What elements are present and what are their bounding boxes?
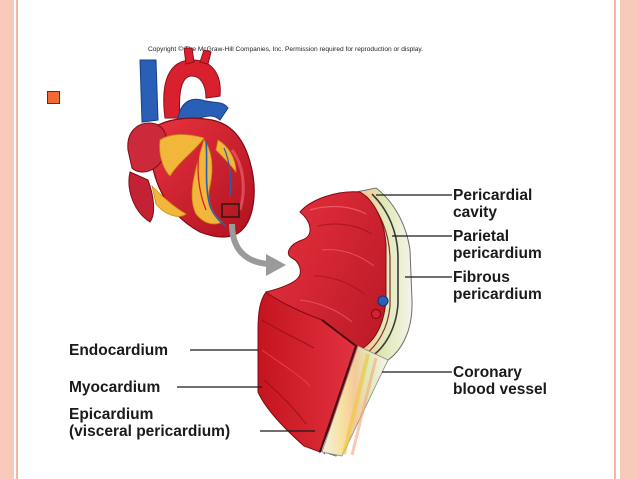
label-fibrous-pericardium-line2: pericardium (453, 286, 542, 303)
label-myocardium: Myocardium (69, 379, 161, 396)
label-parietal-pericardium: Parietal pericardium (453, 228, 542, 262)
label-pericardial-cavity: Pericardial cavity (453, 187, 532, 221)
label-endocardium: Endocardium (69, 342, 169, 359)
copyright-notice: Copyright © The McGraw-Hill Companies, I… (148, 46, 424, 53)
label-coronary-blood-vessel: Coronary blood vessel (453, 364, 547, 398)
label-coronary-blood-vessel-line1: Coronary (453, 364, 522, 381)
slide-border-left (0, 0, 14, 479)
label-epicardium: Epicardium (visceral pericardium) (69, 406, 230, 440)
heart-icon (127, 47, 255, 238)
label-fibrous-pericardium-line1: Fibrous (453, 269, 510, 286)
label-pericardial-cavity-line1: Pericardial (453, 187, 533, 204)
slide-border-left-line (16, 0, 18, 479)
label-epicardium-line1: Epicardium (69, 406, 154, 423)
cut-region-marker (221, 203, 240, 218)
label-parietal-pericardium-line2: pericardium (453, 245, 542, 262)
label-coronary-blood-vessel-line2: blood vessel (453, 381, 547, 398)
label-pericardial-cavity-line2: cavity (453, 204, 497, 221)
label-parietal-pericardium-line1: Parietal (453, 228, 510, 245)
coronary-vein-icon (377, 295, 389, 307)
bullet-square-icon (47, 91, 60, 104)
heart-wall-section (257, 187, 413, 457)
label-fibrous-pericardium: Fibrous pericardium (453, 269, 542, 303)
slide-border-right (620, 0, 638, 479)
label-epicardium-line2: (visceral pericardium) (69, 423, 231, 440)
zoom-arrow-icon (229, 223, 269, 267)
slide-border-right-line (614, 0, 616, 479)
leader-lines (177, 194, 452, 432)
zoom-arrowhead-icon (266, 254, 286, 276)
coronary-artery-icon (371, 309, 381, 319)
